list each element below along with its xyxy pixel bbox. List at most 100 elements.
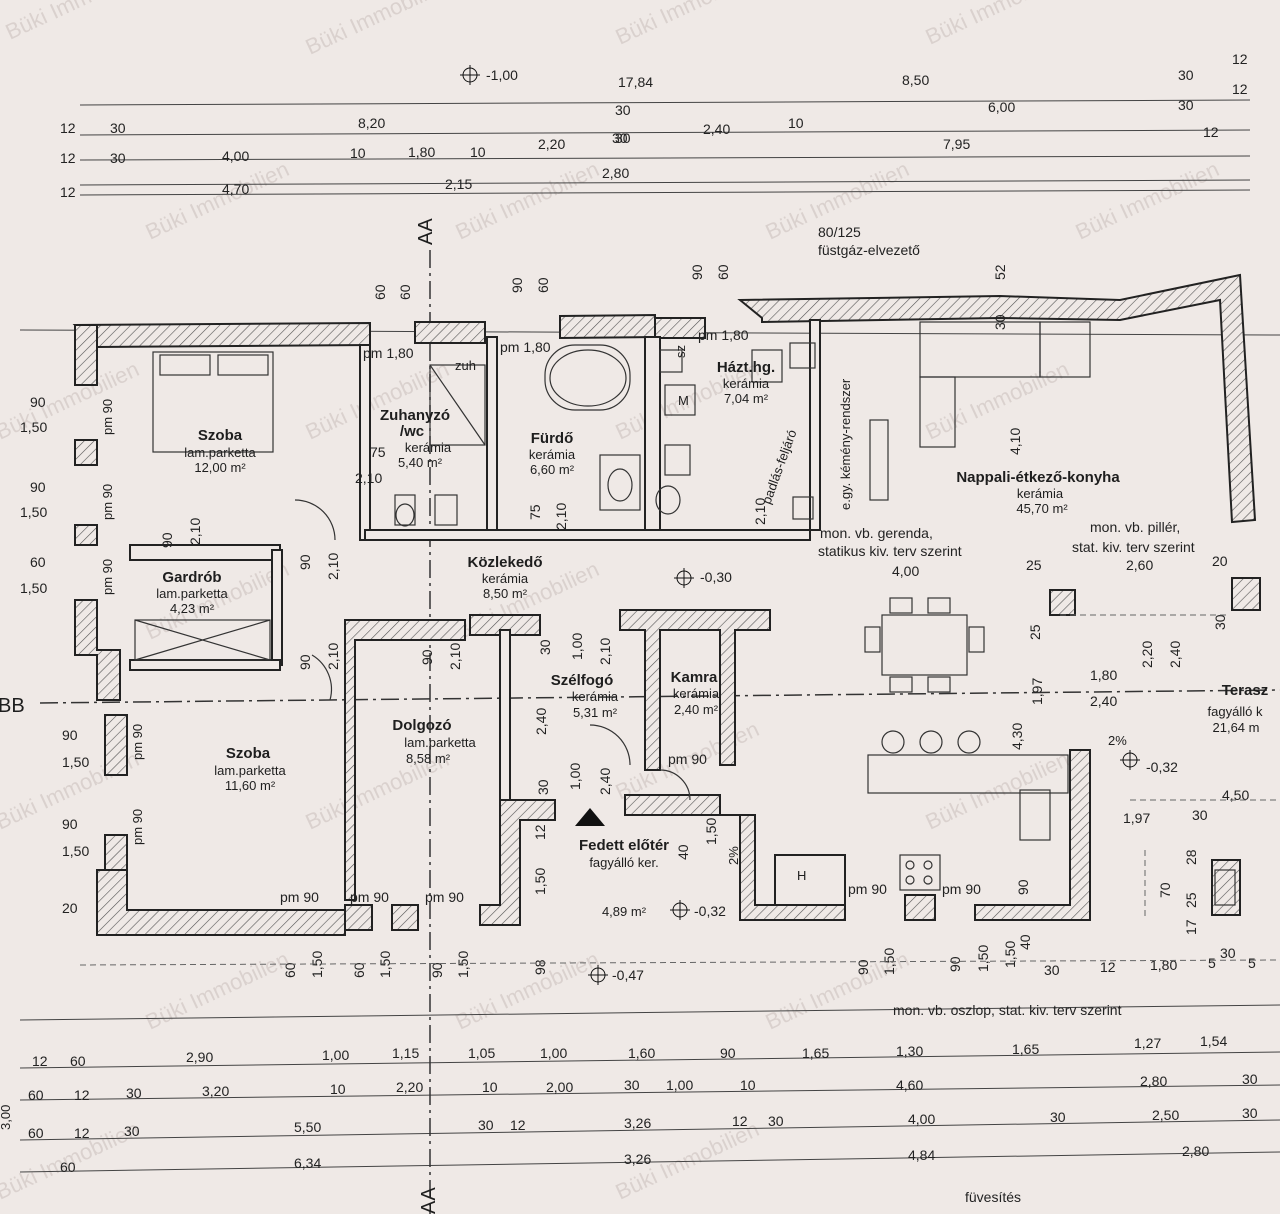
dim-text: 90 bbox=[947, 956, 963, 972]
dim-text: 12 bbox=[732, 1113, 748, 1129]
dimensions-interior: 2,10 75 2,10 75 2,10 90 2,10 90 2,10 90 … bbox=[159, 428, 1256, 978]
dim-text: 40 bbox=[1017, 934, 1033, 950]
dim-text: 25 bbox=[1183, 892, 1199, 908]
dim-text: 4,60 bbox=[896, 1077, 923, 1093]
room-floor: lam.parketta bbox=[156, 586, 228, 601]
furniture bbox=[134, 321, 1236, 906]
sill-label: pm 90 bbox=[130, 724, 145, 760]
room-area: 12,00 m² bbox=[194, 460, 246, 475]
entrance-arrow-icon bbox=[575, 808, 605, 826]
dim-text: 3,26 bbox=[624, 1115, 651, 1131]
dimension-lines-top bbox=[79, 99, 1251, 196]
room-name: Kamra bbox=[671, 669, 718, 686]
dim-text: 10 bbox=[482, 1079, 498, 1095]
dim-text: 1,05 bbox=[468, 1045, 495, 1061]
room-area: 4,89 m² bbox=[602, 904, 647, 919]
watermark: Büki Immobilien bbox=[2, 0, 153, 45]
room-name: Zuhanyzó bbox=[380, 407, 450, 424]
dim-text: 90 bbox=[297, 554, 313, 570]
dryer-label: sz bbox=[673, 345, 688, 358]
dim-text: 4,00 bbox=[892, 563, 919, 579]
level-marker-icon bbox=[670, 900, 690, 920]
dim-text: 90 bbox=[855, 959, 871, 975]
dim-text: 90 bbox=[1015, 879, 1031, 895]
dim-text: 10 bbox=[470, 144, 486, 160]
dim-text: 2,80 bbox=[602, 165, 629, 181]
dim-text: 12 bbox=[1100, 959, 1116, 975]
room-area: 8,58 m² bbox=[406, 751, 451, 766]
dim-text: 60 bbox=[397, 284, 413, 300]
sill-label: pm 90 bbox=[350, 889, 389, 905]
dim-text: 2,40 bbox=[1167, 641, 1183, 668]
dim-text: 60 bbox=[282, 962, 298, 978]
room-name-2: /wc bbox=[400, 423, 424, 440]
watermark: Büki Immobilien bbox=[612, 0, 763, 50]
dim-text: 1,50 bbox=[309, 951, 325, 978]
dim-text: 30 bbox=[612, 130, 628, 146]
dim-text: 30 bbox=[110, 120, 126, 136]
sill-label: pm 90 bbox=[425, 889, 464, 905]
level-label: -0,30 bbox=[700, 569, 732, 585]
watermark: Büki Immobilien bbox=[922, 0, 1073, 50]
dim-text: 1,50 bbox=[62, 843, 89, 859]
sill-label: pm 90 bbox=[668, 751, 707, 767]
room-name: Gardrób bbox=[162, 569, 221, 586]
dim-text: 1,00 bbox=[567, 763, 583, 790]
dim-text: 30 bbox=[124, 1123, 140, 1139]
dim-text: 90 bbox=[509, 277, 525, 293]
dim-text: 30 bbox=[768, 1113, 784, 1129]
dimensions-bottom: 12 60 2,90 1,00 1,15 1,05 1,00 1,60 90 1… bbox=[28, 1033, 1258, 1175]
room-area: 45,70 m² bbox=[1016, 501, 1068, 516]
sill-label: pm 90 bbox=[942, 881, 981, 897]
section-label-bb: BB bbox=[0, 695, 25, 717]
dim-text: 90 bbox=[689, 264, 705, 280]
dim-text: 12 bbox=[60, 120, 76, 136]
dim-text: 4,84 bbox=[908, 1147, 935, 1163]
dim-text: 1,00 bbox=[666, 1077, 693, 1093]
dim-text: 2,40 bbox=[703, 121, 730, 137]
dim-text: 60 bbox=[372, 284, 388, 300]
room-name: Szoba bbox=[198, 427, 243, 444]
dim-text: 2,50 bbox=[1152, 1107, 1179, 1123]
room-area: 21,64 m bbox=[1213, 720, 1260, 735]
dim-text: 1,50 bbox=[1002, 941, 1018, 968]
dim-text: 3,20 bbox=[202, 1083, 229, 1099]
watermark: Büki Immobilien bbox=[452, 946, 603, 1034]
pillar-note-2: stat. kiv. terv szerint bbox=[1072, 539, 1195, 555]
dim-text: 30 bbox=[1044, 962, 1060, 978]
dim-text: 4,00 bbox=[908, 1111, 935, 1127]
dim-text: 12 bbox=[60, 150, 76, 166]
dim-text: 1,50 bbox=[377, 951, 393, 978]
room-floor: lam.parketta bbox=[184, 445, 256, 460]
room-floor: fagyálló k bbox=[1208, 704, 1263, 719]
fridge-label: H bbox=[797, 868, 806, 883]
dim-text: 30 bbox=[1220, 945, 1236, 961]
dim-text: 2,80 bbox=[1140, 1073, 1167, 1089]
dim-text: 70 bbox=[1157, 882, 1173, 898]
dim-text: 2,20 bbox=[538, 136, 565, 152]
walls bbox=[72, 273, 1261, 936]
dim-text: 4,00 bbox=[222, 148, 249, 164]
room-area: 5,31 m² bbox=[573, 705, 618, 720]
dim-text: 2,90 bbox=[186, 1049, 213, 1065]
dim-text: 90 bbox=[30, 479, 46, 495]
dim-text: 1,80 bbox=[1150, 957, 1177, 973]
dim-text: 90 bbox=[62, 816, 78, 832]
dim-text: 2,40 bbox=[533, 708, 549, 735]
sill-label: pm 90 bbox=[100, 484, 115, 520]
dimensions-top-wall: 60 60 90 60 90 60 52 30 bbox=[372, 264, 1008, 330]
dim-text: 12 bbox=[1232, 81, 1248, 97]
chimney-size: 80/125 bbox=[818, 224, 861, 240]
slope-label: 2% bbox=[1108, 733, 1127, 748]
room-area: 11,60 m² bbox=[225, 778, 276, 793]
dim-text: 30 bbox=[1178, 97, 1194, 113]
room-name: Fürdő bbox=[531, 430, 574, 447]
chimney-system-note: e.gy. kémény-rendszer bbox=[838, 378, 853, 510]
sill-label: pm 90 bbox=[100, 399, 115, 435]
dim-text: 17 bbox=[1183, 919, 1199, 935]
dim-text: 1,60 bbox=[628, 1045, 655, 1061]
chimney-note: füstgáz-elvezető bbox=[818, 242, 920, 258]
dim-text: 60 bbox=[715, 264, 731, 280]
room-area: 5,40 m² bbox=[398, 455, 443, 470]
dim-text: 40 bbox=[675, 844, 691, 860]
